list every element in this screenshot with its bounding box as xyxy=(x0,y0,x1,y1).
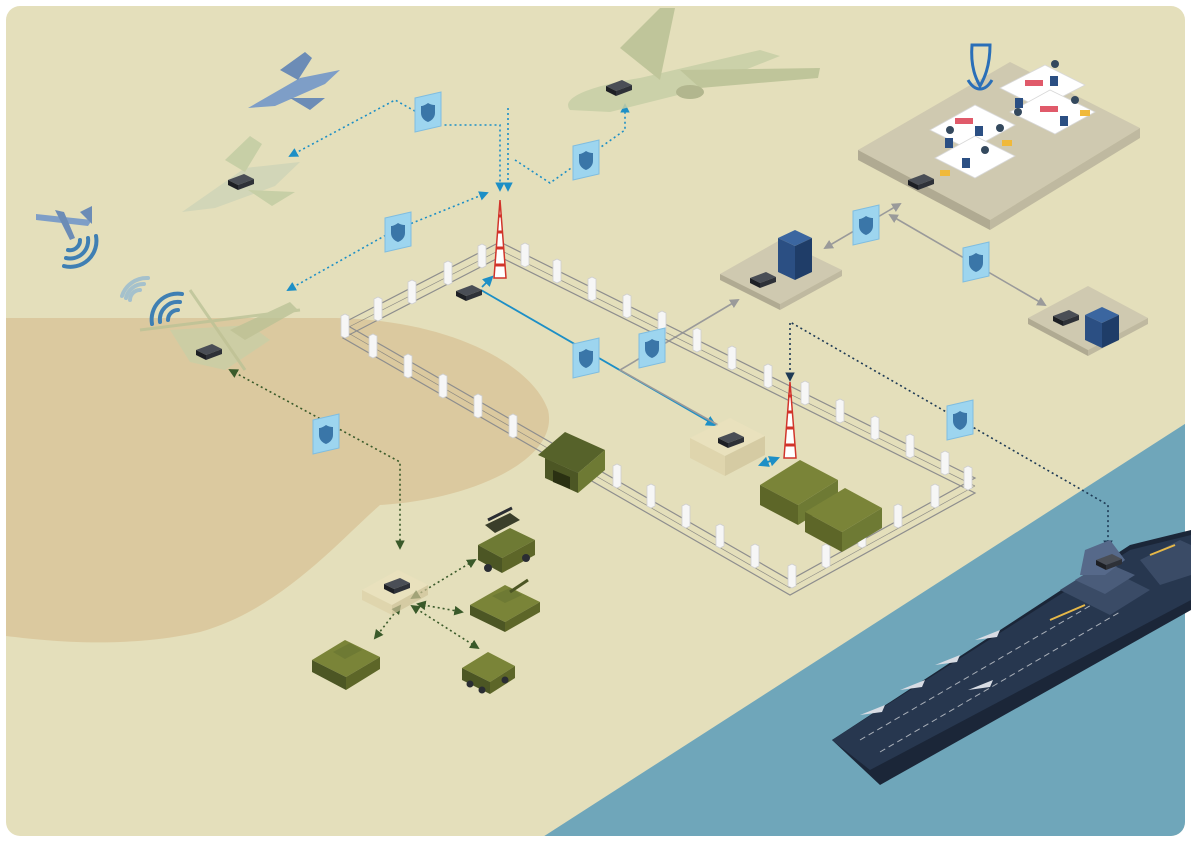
link-helicopter-vehicle xyxy=(228,369,405,550)
radio-tower-icon xyxy=(493,199,507,279)
shield-icon-airliner-link xyxy=(572,139,600,181)
link-tent-server xyxy=(618,299,740,426)
link-router-tower xyxy=(481,275,494,288)
link-vehicle-launcher xyxy=(410,559,477,599)
server-platform-1 xyxy=(720,230,842,310)
aircraft-carrier-icon xyxy=(832,530,1191,785)
shield-icon-server-link xyxy=(638,327,666,369)
link-helicopter-tower xyxy=(286,191,489,291)
tank-icon-2 xyxy=(312,640,380,690)
shield-icon-jet-link xyxy=(414,91,442,133)
airliner-icon xyxy=(568,8,820,112)
link-vehicle-apc xyxy=(410,604,480,650)
server-rack-icon-2 xyxy=(1085,307,1119,348)
link-tent-tower xyxy=(757,456,781,467)
link-tower-airliner xyxy=(514,103,630,184)
wireless-signal-icon-3 xyxy=(120,275,150,302)
radio-tower-icon-2 xyxy=(783,381,797,459)
shield-icon-ground-link xyxy=(312,413,340,455)
shield-icon-base-link xyxy=(572,337,600,379)
security-shield-icon xyxy=(966,43,994,91)
shield-icon-hq-server-link xyxy=(962,241,990,283)
army-tent-2 xyxy=(805,488,882,552)
command-center-icon xyxy=(858,43,1140,230)
bunker-icon xyxy=(538,432,605,493)
shield-icon-hq-link xyxy=(852,204,880,246)
apc-icon xyxy=(462,652,515,694)
server-rack-icon xyxy=(778,230,812,280)
fighter-jet-icon xyxy=(248,52,340,110)
server-platform-2 xyxy=(1028,286,1148,356)
shield-icon-helicopter-link xyxy=(384,211,412,253)
tank-icon xyxy=(470,578,540,632)
base-fence xyxy=(340,241,977,596)
wireless-signal-icon-2 xyxy=(149,291,184,326)
shield-icon-carrier-link xyxy=(946,399,974,441)
rocket-launcher-icon xyxy=(478,506,535,573)
helicopter-icon xyxy=(139,289,301,371)
wireless-signal-icon xyxy=(62,234,99,269)
drone-icon xyxy=(36,206,92,240)
